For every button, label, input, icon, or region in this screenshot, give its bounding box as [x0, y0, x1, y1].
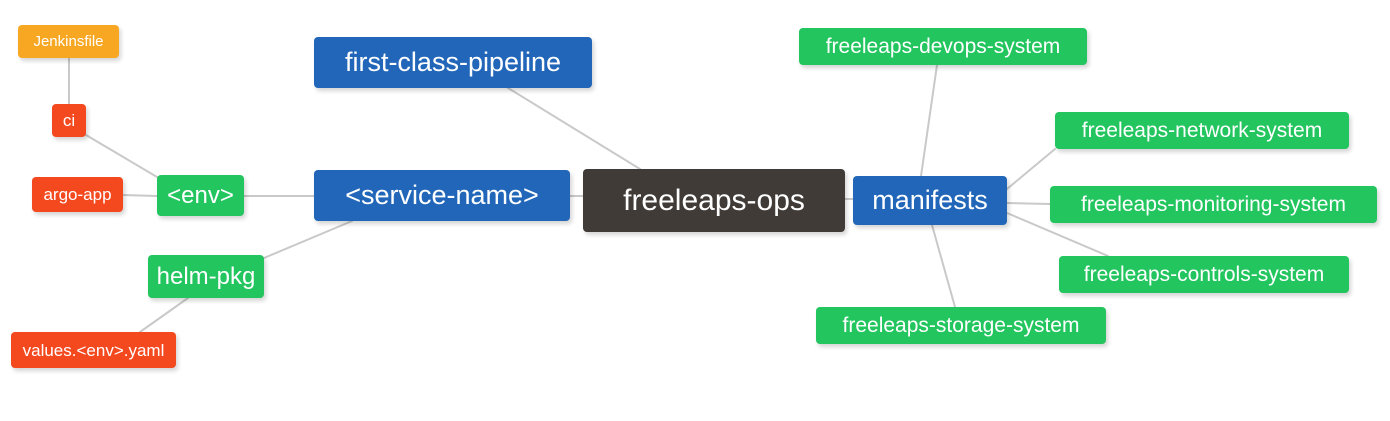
mindmap-node-ci[interactable]: ci	[52, 104, 86, 137]
mindmap-edge-first-class-pipeline-to-freeleaps-ops	[507, 87, 641, 170]
mindmap-node-freeleaps-monitoring-system[interactable]: freeleaps-monitoring-system	[1050, 186, 1377, 223]
mindmap-edge-manifests-to-freeleaps-storage-system	[931, 224, 956, 308]
mindmap-edge-argo-app-to-env	[122, 194, 158, 197]
mindmap-node-helm-pkg[interactable]: helm-pkg	[148, 255, 264, 298]
mindmap-node-freeleaps-storage-system[interactable]: freeleaps-storage-system	[816, 307, 1106, 344]
mindmap-edge-manifests-to-freeleaps-monitoring-system	[1006, 202, 1051, 205]
mindmap-node-freeleaps-network-system[interactable]: freeleaps-network-system	[1055, 112, 1349, 149]
mindmap-node-env[interactable]: <env>	[157, 175, 244, 216]
mindmap-edge-values-yaml-to-helm-pkg	[139, 297, 189, 333]
mindmap-node-freeleaps-ops[interactable]: freeleaps-ops	[583, 169, 845, 232]
mindmap-edge-manifests-to-freeleaps-devops-system	[920, 64, 938, 177]
mindmap-edge-manifests-to-freeleaps-network-system	[1006, 148, 1056, 190]
mindmap-node-argo-app[interactable]: argo-app	[32, 177, 123, 212]
mindmap-node-values-yaml[interactable]: values.<env>.yaml	[11, 332, 176, 368]
mindmap-node-first-class-pipeline[interactable]: first-class-pipeline	[314, 37, 592, 88]
mindmap-node-jenkinsfile[interactable]: Jenkinsfile	[18, 25, 119, 58]
mindmap-node-manifests[interactable]: manifests	[853, 176, 1007, 225]
mindmap-node-freeleaps-controls-system[interactable]: freeleaps-controls-system	[1059, 256, 1349, 293]
mindmap-node-freeleaps-devops-system[interactable]: freeleaps-devops-system	[799, 28, 1087, 65]
mindmap-edge-ci-to-env	[85, 134, 158, 178]
mindmap-edge-helm-pkg-to-service-name	[263, 220, 353, 259]
mindmap-node-service-name[interactable]: <service-name>	[314, 170, 570, 221]
